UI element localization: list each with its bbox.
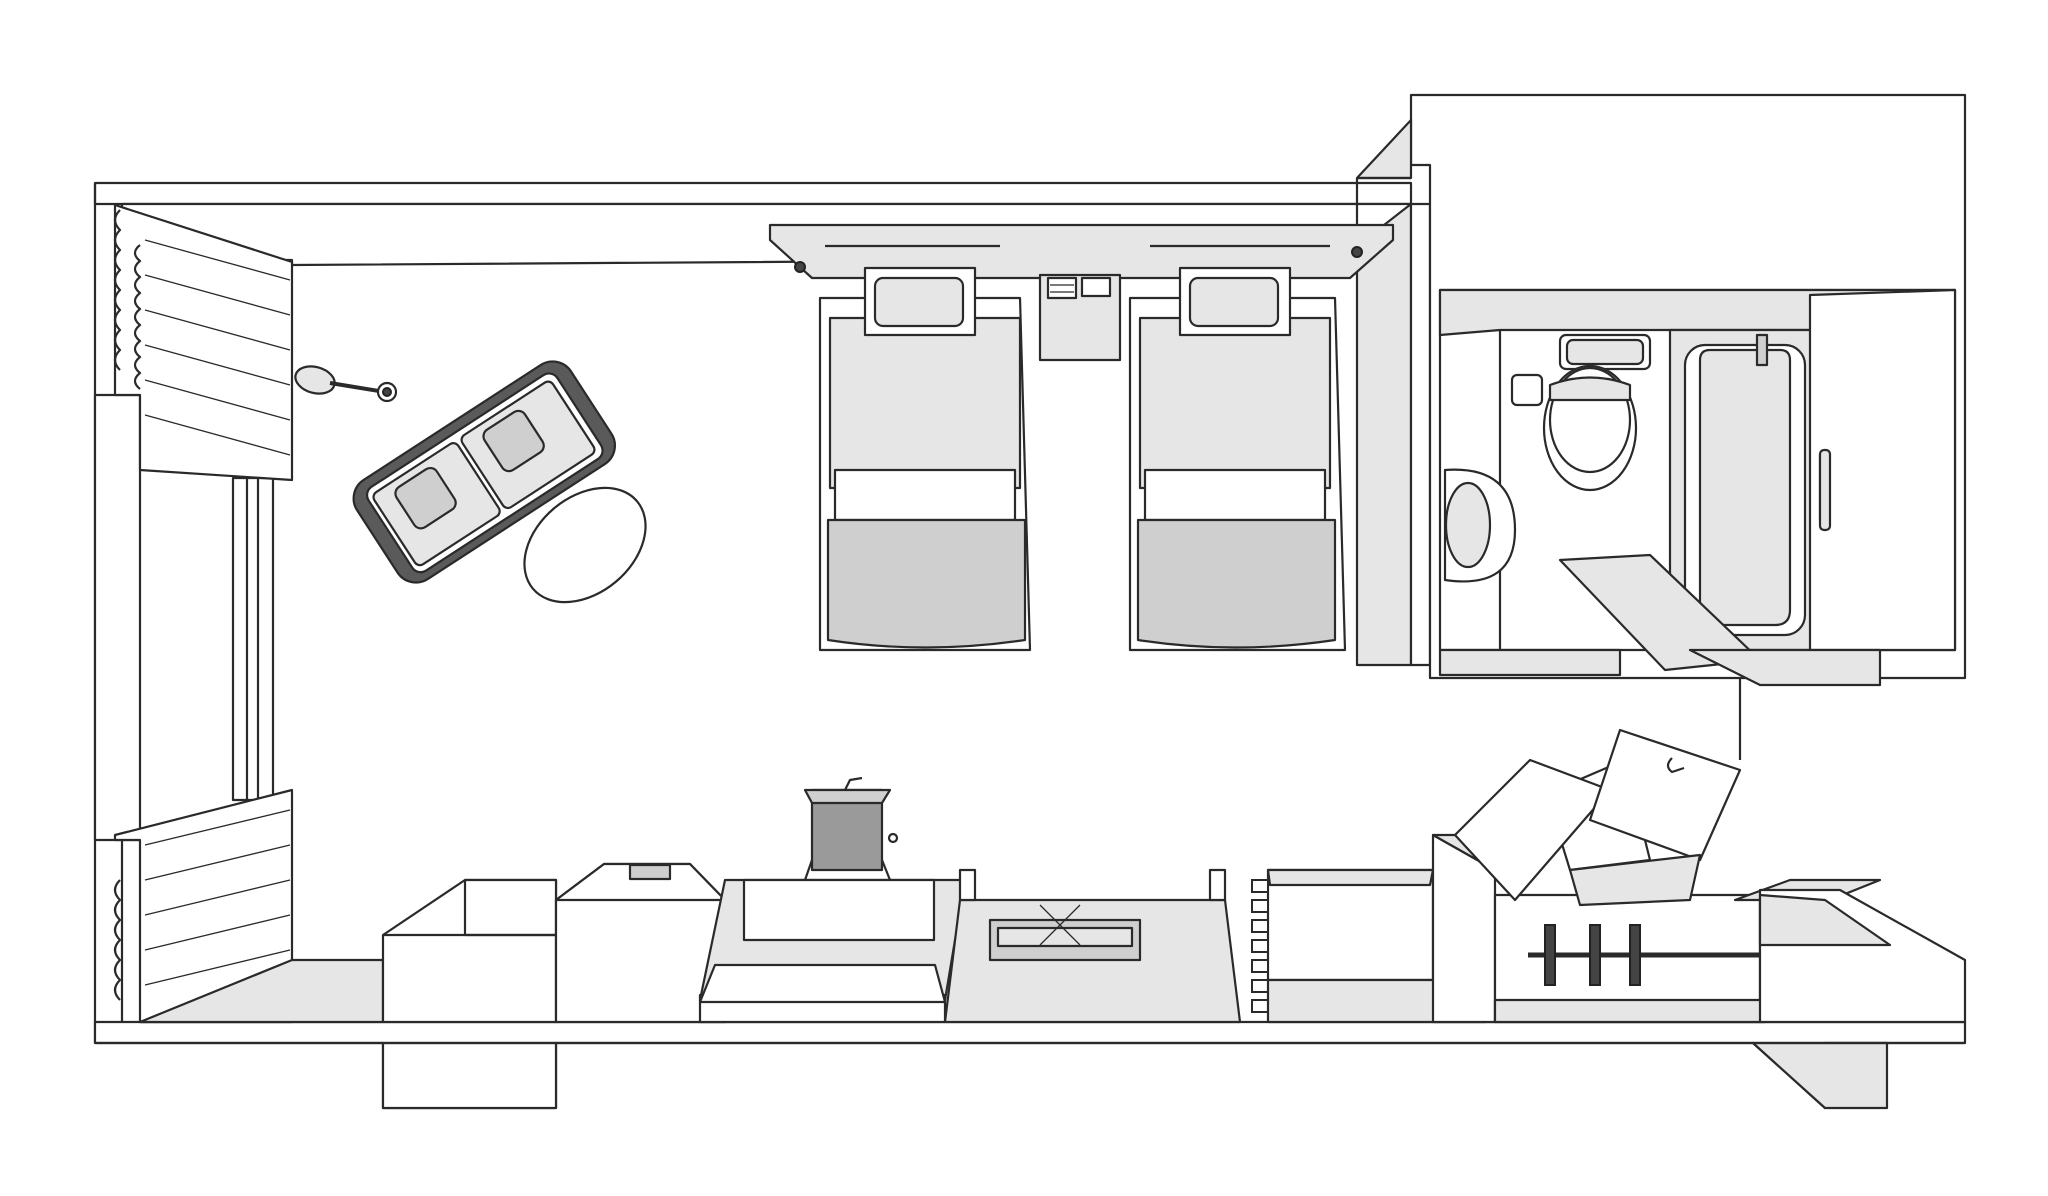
headboard (768, 223, 1395, 362)
window (93, 393, 275, 842)
entry-shelf (381, 878, 558, 1024)
hanger-1 (1544, 924, 1556, 986)
wall-bottom-right-shade (1751, 1041, 1889, 1110)
desk-block (554, 862, 727, 1024)
bathroom-outer-shade (1355, 118, 1413, 180)
wall-divider (1355, 202, 1413, 667)
curtain-top (113, 203, 294, 482)
window-frame (231, 476, 275, 802)
round-table (523, 486, 647, 604)
wall-divider-face (1409, 202, 1432, 667)
bed-right (1128, 266, 1347, 652)
desk (698, 878, 967, 1024)
bathtub (1668, 288, 1957, 652)
closet (1453, 728, 1882, 1024)
tv-stand (943, 868, 1242, 1024)
wall-bottom-step (381, 1041, 558, 1110)
bed-left (818, 266, 1032, 652)
sofa (352, 360, 617, 584)
wall-top (93, 181, 1413, 206)
toilet (1510, 333, 1652, 492)
wall-bottom (93, 1020, 1967, 1110)
hanger-3 (1629, 924, 1641, 986)
sink (1443, 468, 1517, 583)
bathroom (1438, 288, 1957, 687)
chair (803, 776, 899, 881)
floor-lamp-icon (294, 365, 398, 403)
hanger-2 (1589, 924, 1601, 986)
curtain-bottom (113, 788, 385, 1024)
